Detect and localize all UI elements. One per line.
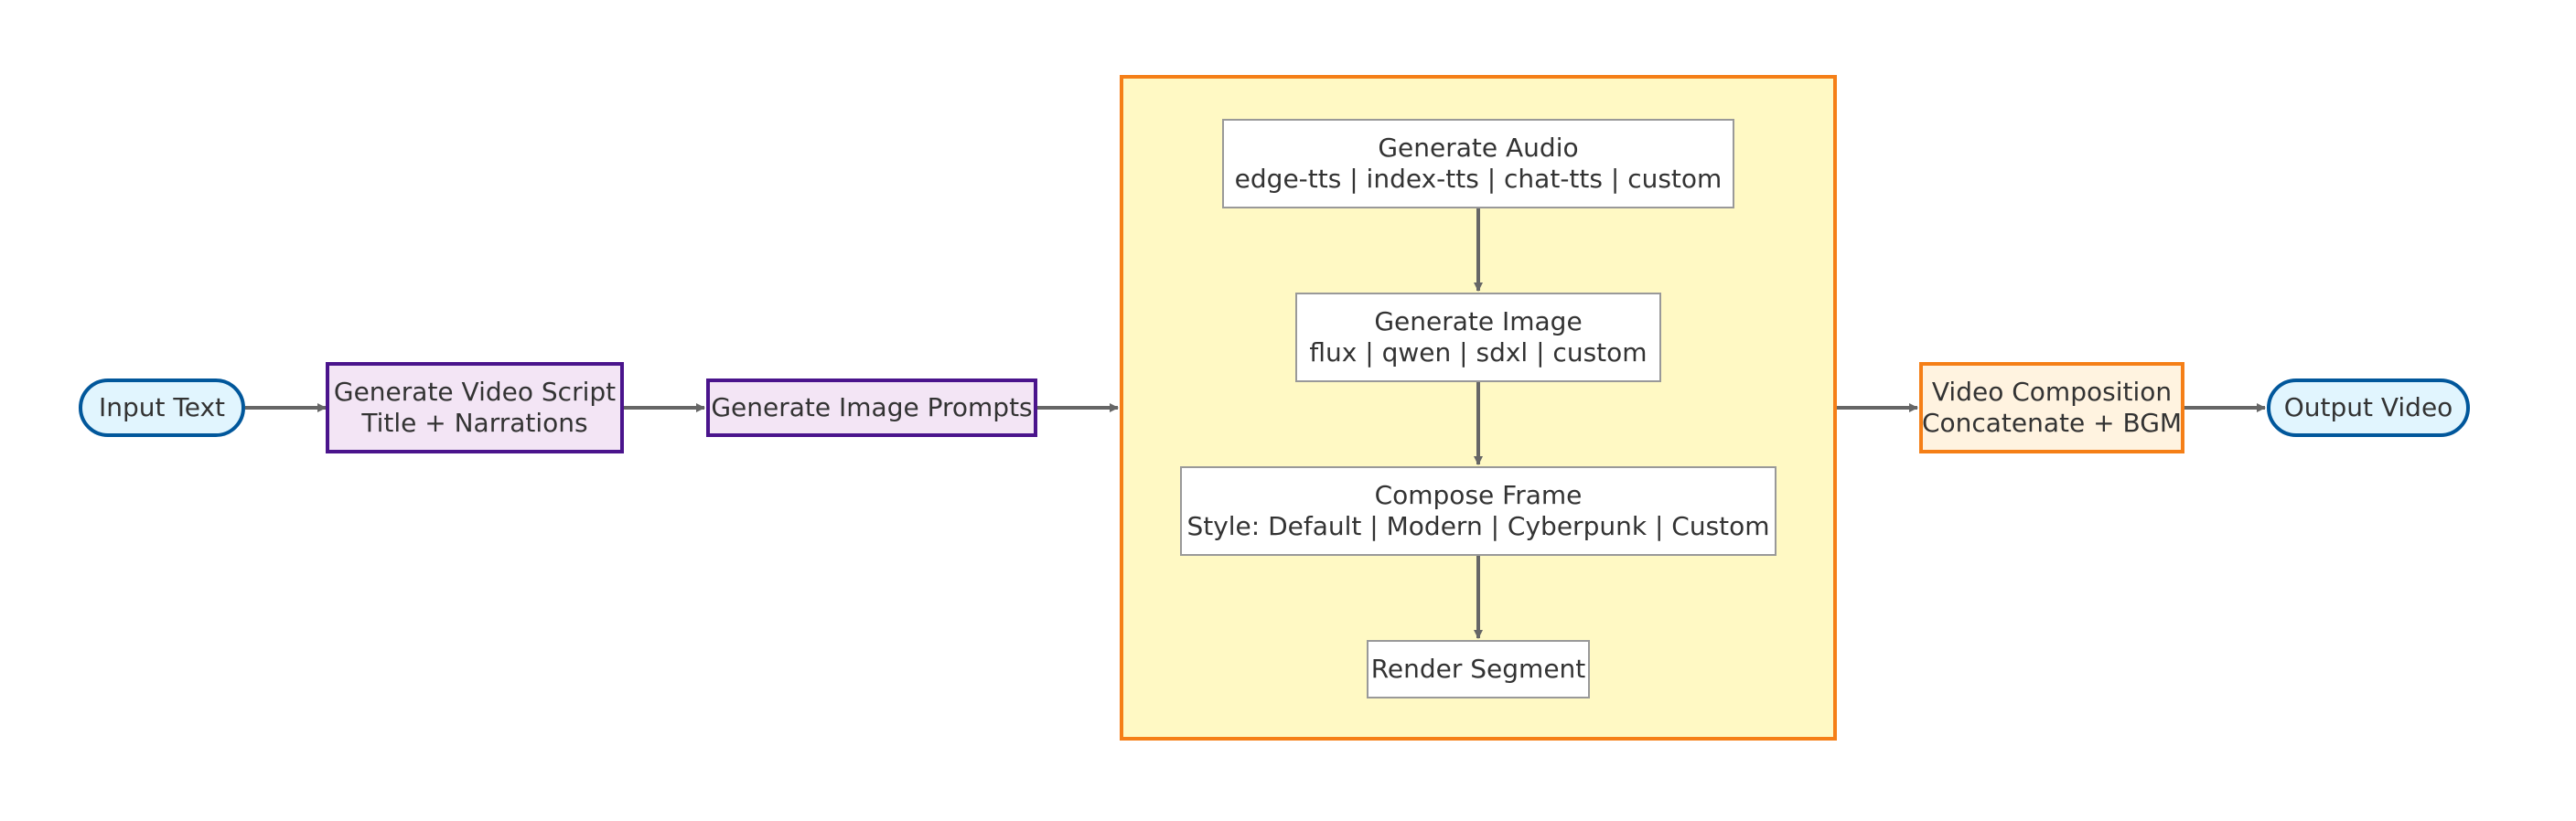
node-generate-video-script: Generate Video Script Title + Narrations xyxy=(326,362,624,453)
node-generate-audio-title: Generate Audio xyxy=(1378,133,1579,163)
node-output-video-label: Output Video xyxy=(2283,392,2453,422)
node-input-text-label: Input Text xyxy=(98,392,226,422)
node-video-composition-detail: Concatenate + BGM xyxy=(1921,408,2183,438)
node-generate-image-prompts-label: Generate Image Prompts xyxy=(711,392,1033,422)
node-generate-image-title: Generate Image xyxy=(1374,306,1583,336)
node-input-text: Input Text xyxy=(79,379,245,437)
node-generate-image-prompts: Generate Image Prompts xyxy=(706,379,1037,437)
node-render-segment-label: Render Segment xyxy=(1370,654,1586,684)
node-generate-audio-options: edge-tts | index-tts | chat-tts | custom xyxy=(1234,164,1723,194)
node-generate-video-script-detail: Title + Narrations xyxy=(361,408,588,438)
node-generate-image-options: flux | qwen | sdxl | custom xyxy=(1309,337,1648,368)
node-compose-frame: Compose Frame Style: Default | Modern | … xyxy=(1180,466,1776,556)
node-compose-frame-styles: Style: Default | Modern | Cyberpunk | Cu… xyxy=(1186,511,1770,541)
node-output-video: Output Video xyxy=(2267,379,2470,437)
node-generate-video-script-title: Generate Video Script xyxy=(333,377,617,407)
node-render-segment: Render Segment xyxy=(1367,640,1590,698)
node-generate-image: Generate Image flux | qwen | sdxl | cust… xyxy=(1295,293,1661,382)
node-generate-audio: Generate Audio edge-tts | index-tts | ch… xyxy=(1222,119,1734,208)
node-compose-frame-title: Compose Frame xyxy=(1374,480,1583,510)
node-video-composition: Video Composition Concatenate + BGM xyxy=(1919,362,2184,453)
node-video-composition-title: Video Composition xyxy=(1931,377,2173,407)
